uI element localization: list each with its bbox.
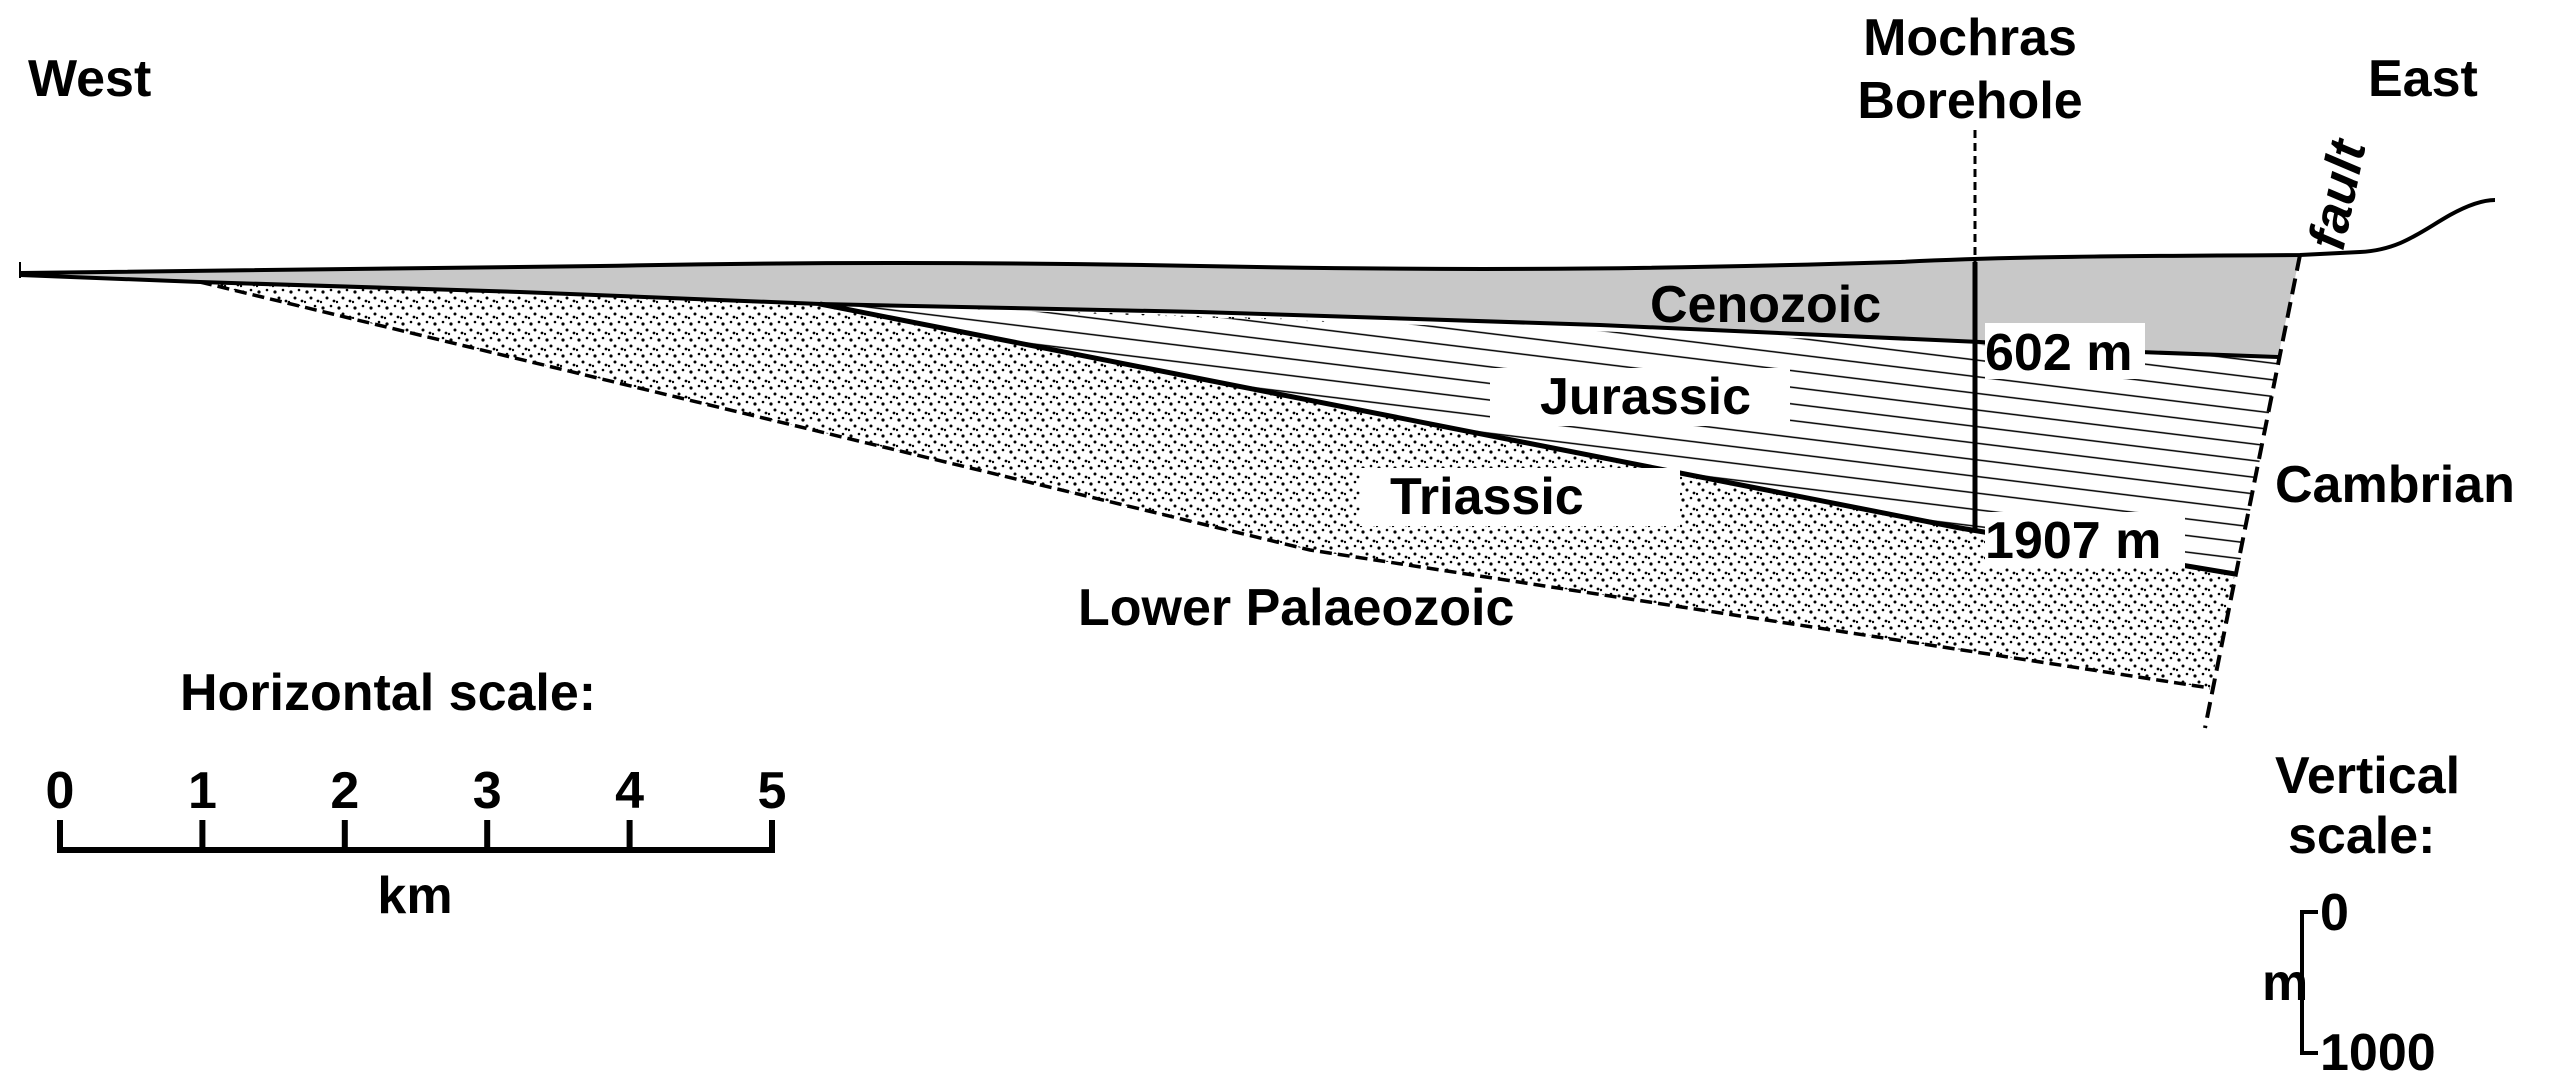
jurassic-label: Jurassic (1540, 368, 1751, 426)
vertical-scale-bottom-label: 1000 (2320, 1024, 2436, 1077)
triassic-stipple-area (200, 282, 2235, 688)
horizontal-scale: Horizontal scale: 0 1 2 3 4 5 km (46, 664, 787, 925)
vertical-scale-unit: m (2262, 954, 2308, 1012)
horizontal-scale-tick-label: 2 (330, 762, 359, 820)
cenozoic-label: Cenozoic (1650, 276, 1881, 334)
triassic-label-bg (1360, 468, 1680, 526)
horizontal-scale-tick-label: 5 (758, 762, 787, 820)
vertical-scale: Vertical scale: 0 1000 m (2262, 747, 2460, 1077)
cambrian-label: Cambrian (2275, 456, 2515, 514)
fault-label: fault (2298, 132, 2378, 254)
jurassic-hatch-area (820, 304, 2280, 574)
vertical-scale-title-line2: scale: (2288, 807, 2435, 865)
vertical-scale-bar (2300, 910, 2318, 1055)
horizontal-scale-tick-label: 1 (188, 762, 217, 820)
cenozoic-layer (20, 255, 2300, 357)
vertical-scale-title-line1: Vertical (2275, 747, 2460, 805)
depth-602-label-bg (1985, 323, 2145, 379)
horizontal-scale-title: Horizontal scale: (180, 664, 596, 722)
depth-602-label: 602 m (1985, 324, 2132, 382)
vertical-scale-top-label: 0 (2320, 884, 2349, 942)
east-label: East (2368, 50, 2478, 108)
ground-surface-line (19, 198, 2496, 275)
borehole-label-line1: Mochras (1863, 9, 2077, 67)
lower-palaeozoic-label: Lower Palaeozoic (1078, 579, 1514, 637)
base-triassic-dashed-line (199, 280, 2211, 690)
west-label: West (28, 50, 151, 108)
fault-line (2203, 254, 2302, 729)
borehole-label-line2: Borehole (1857, 72, 2082, 130)
jurassic-label-bg (1490, 368, 1790, 426)
triassic-label: Triassic (1390, 468, 1584, 526)
horizontal-scale-tick-label: 4 (615, 762, 644, 820)
horizontal-scale-unit: km (377, 867, 452, 925)
depth-1907-label-bg (1985, 512, 2185, 568)
horizontal-scale-tick-label: 3 (473, 762, 502, 820)
depth-1907-label: 1907 m (1985, 512, 2161, 570)
horizontal-scale-tick-label: 0 (46, 762, 75, 820)
